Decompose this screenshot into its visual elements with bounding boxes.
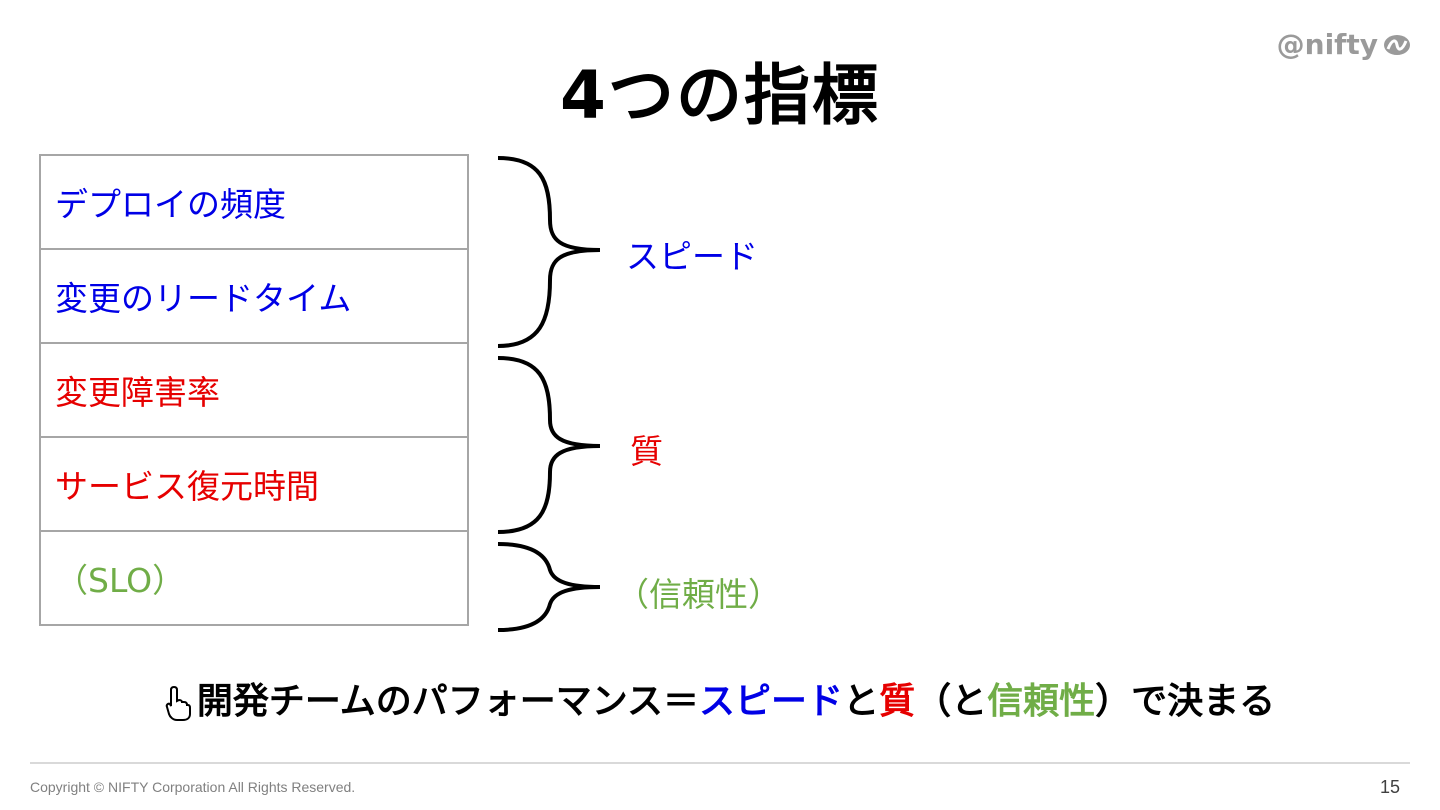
metric-time-to-restore: サービス復元時間: [39, 436, 469, 532]
group-label-speed: スピード: [626, 237, 758, 276]
nifty-swoosh-icon: [1384, 34, 1410, 55]
grouping-braces: [497, 156, 601, 632]
brace-reliability: [497, 542, 601, 632]
summary-part2: と: [843, 681, 880, 722]
pointing-hand-icon: [165, 685, 191, 721]
summary-part4: ）で決まる: [1095, 681, 1276, 722]
summary-statement: 開発チームのパフォーマンス＝スピードと質（と信頼性）で決まる: [0, 672, 1440, 724]
copyright-text: Copyright © NIFTY Corporation All Rights…: [30, 779, 356, 795]
slide-title: 4つの指標: [560, 57, 880, 134]
footer-divider: [30, 762, 1410, 764]
metrics-table: デプロイの頻度 変更のリードタイム 変更障害率 サービス復元時間 （SLO）: [39, 154, 469, 626]
summary-quality: 質: [879, 681, 916, 722]
metric-change-failure-rate: 変更障害率: [39, 342, 469, 438]
summary-part3: （と: [915, 681, 988, 722]
summary-part1: 開発チームのパフォーマンス＝: [196, 681, 700, 722]
summary-speed: スピード: [699, 681, 844, 722]
group-label-quality: 質: [630, 432, 663, 471]
brace-quality: [497, 356, 601, 534]
page-number: 15: [1379, 777, 1400, 797]
metric-lead-time: 変更のリードタイム: [39, 248, 469, 344]
summary-reliability: 信頼性: [987, 681, 1096, 722]
logo-text: @nifty: [1276, 28, 1378, 61]
brace-speed: [497, 156, 601, 348]
metric-slo: （SLO）: [39, 530, 469, 626]
group-label-reliability: （信頼性）: [616, 575, 781, 614]
nifty-logo: @nifty: [1277, 28, 1412, 61]
metric-deploy-frequency: デプロイの頻度: [39, 154, 469, 250]
